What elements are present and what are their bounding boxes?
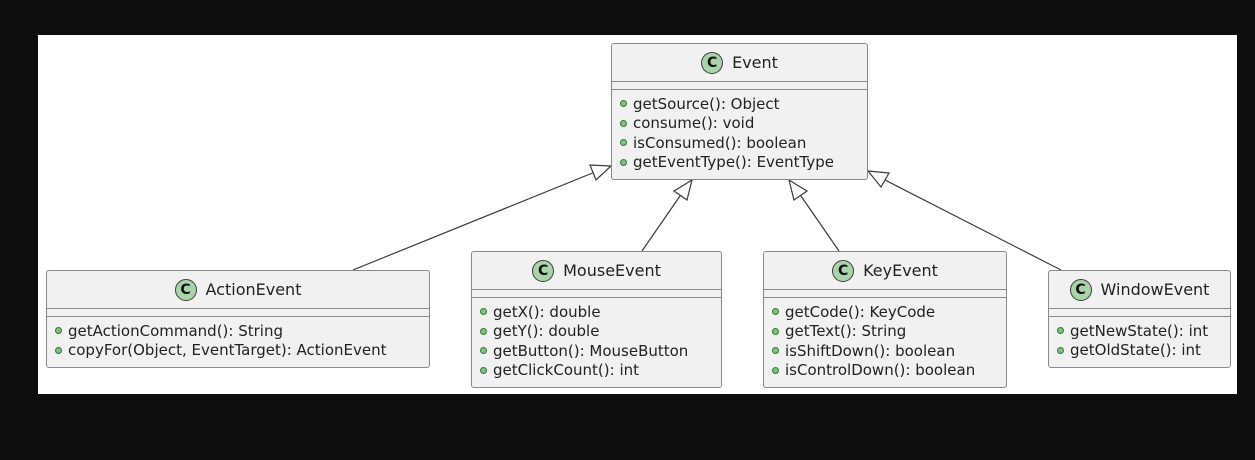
class-event[interactable]: C Event getSource(): Object consume(): v…	[611, 43, 868, 180]
method-signature: getText(): String	[785, 322, 907, 341]
class-stereotype-icon: C	[532, 259, 555, 282]
method-item: isControlDown(): boolean	[772, 361, 1006, 381]
public-visibility-icon	[480, 366, 487, 374]
public-visibility-icon	[772, 347, 779, 355]
methods-compartment: getNewState(): int getOldState(): int	[1049, 317, 1230, 360]
public-visibility-icon	[55, 327, 62, 335]
public-visibility-icon	[772, 308, 779, 316]
method-signature: getOldState(): int	[1070, 341, 1201, 360]
class-name: MouseEvent	[563, 261, 661, 280]
attributes-compartment	[1049, 309, 1230, 317]
method-signature: getActionCommand(): String	[68, 321, 283, 340]
class-stereotype-icon: C	[832, 259, 855, 282]
method-signature: copyFor(Object, EventTarget): ActionEven…	[68, 341, 387, 360]
class-key-event[interactable]: C KeyEvent getCode(): KeyCode getText():…	[763, 251, 1007, 388]
public-visibility-icon	[772, 327, 779, 335]
method-item: isShiftDown(): boolean	[772, 341, 1006, 361]
class-name: KeyEvent	[863, 261, 938, 280]
method-item: getCode(): KeyCode	[772, 302, 1006, 322]
class-name: WindowEvent	[1100, 280, 1210, 299]
attributes-compartment	[764, 290, 1006, 298]
class-header: C MouseEvent	[472, 252, 721, 290]
method-signature: getClickCount(): int	[493, 361, 640, 380]
attributes-compartment	[612, 82, 867, 90]
public-visibility-icon	[480, 327, 487, 335]
methods-compartment: getCode(): KeyCode getText(): String isS…	[764, 298, 1006, 380]
method-item: consume(): void	[620, 114, 867, 134]
public-visibility-icon	[480, 347, 487, 355]
class-header: C ActionEvent	[47, 271, 429, 309]
public-visibility-icon	[772, 366, 779, 374]
method-item: getX(): double	[480, 302, 721, 322]
method-item: getEventType(): EventType	[620, 153, 867, 173]
class-stereotype-icon: C	[174, 278, 197, 301]
class-name: ActionEvent	[205, 280, 302, 299]
public-visibility-icon	[55, 346, 62, 354]
class-header: C KeyEvent	[764, 252, 1006, 290]
method-signature: isControlDown(): boolean	[785, 361, 976, 380]
class-action-event[interactable]: C ActionEvent getActionCommand(): String…	[46, 270, 430, 368]
method-item: getActionCommand(): String	[55, 321, 429, 341]
public-visibility-icon	[620, 139, 627, 147]
method-signature: getButton(): MouseButton	[493, 341, 689, 360]
method-item: isConsumed(): boolean	[620, 133, 867, 153]
class-mouse-event[interactable]: C MouseEvent getX(): double getY(): doub…	[471, 251, 722, 388]
class-window-event[interactable]: C WindowEvent getNewState(): int getOldS…	[1048, 270, 1231, 368]
method-signature: consume(): void	[633, 114, 755, 133]
method-item: getOldState(): int	[1057, 341, 1230, 361]
method-signature: getCode(): KeyCode	[785, 302, 936, 321]
method-signature: isShiftDown(): boolean	[785, 341, 956, 360]
public-visibility-icon	[620, 158, 627, 166]
class-header: C WindowEvent	[1049, 271, 1230, 309]
method-signature: getSource(): Object	[633, 94, 780, 113]
method-item: getNewState(): int	[1057, 321, 1230, 341]
attributes-compartment	[472, 290, 721, 298]
methods-compartment: getActionCommand(): String copyFor(Objec…	[47, 317, 429, 360]
method-item: getClickCount(): int	[480, 361, 721, 381]
methods-compartment: getX(): double getY(): double getButton(…	[472, 298, 721, 380]
class-header: C Event	[612, 44, 867, 82]
public-visibility-icon	[480, 308, 487, 316]
method-signature: getY(): double	[493, 322, 600, 341]
attributes-compartment	[47, 309, 429, 317]
method-item: copyFor(Object, EventTarget): ActionEven…	[55, 341, 429, 361]
method-signature: isConsumed(): boolean	[633, 133, 807, 152]
public-visibility-icon	[620, 119, 627, 127]
public-visibility-icon	[620, 100, 627, 108]
method-signature: getEventType(): EventType	[633, 153, 835, 172]
method-item: getY(): double	[480, 322, 721, 342]
method-signature: getX(): double	[493, 302, 601, 321]
method-signature: getNewState(): int	[1070, 321, 1209, 340]
class-stereotype-icon: C	[1069, 278, 1092, 301]
class-stereotype-icon: C	[701, 51, 724, 74]
public-visibility-icon	[1057, 327, 1064, 335]
public-visibility-icon	[1057, 346, 1064, 354]
method-item: getSource(): Object	[620, 94, 867, 114]
class-name: Event	[732, 53, 778, 72]
method-item: getButton(): MouseButton	[480, 341, 721, 361]
methods-compartment: getSource(): Object consume(): void isCo…	[612, 90, 867, 172]
method-item: getText(): String	[772, 322, 1006, 342]
